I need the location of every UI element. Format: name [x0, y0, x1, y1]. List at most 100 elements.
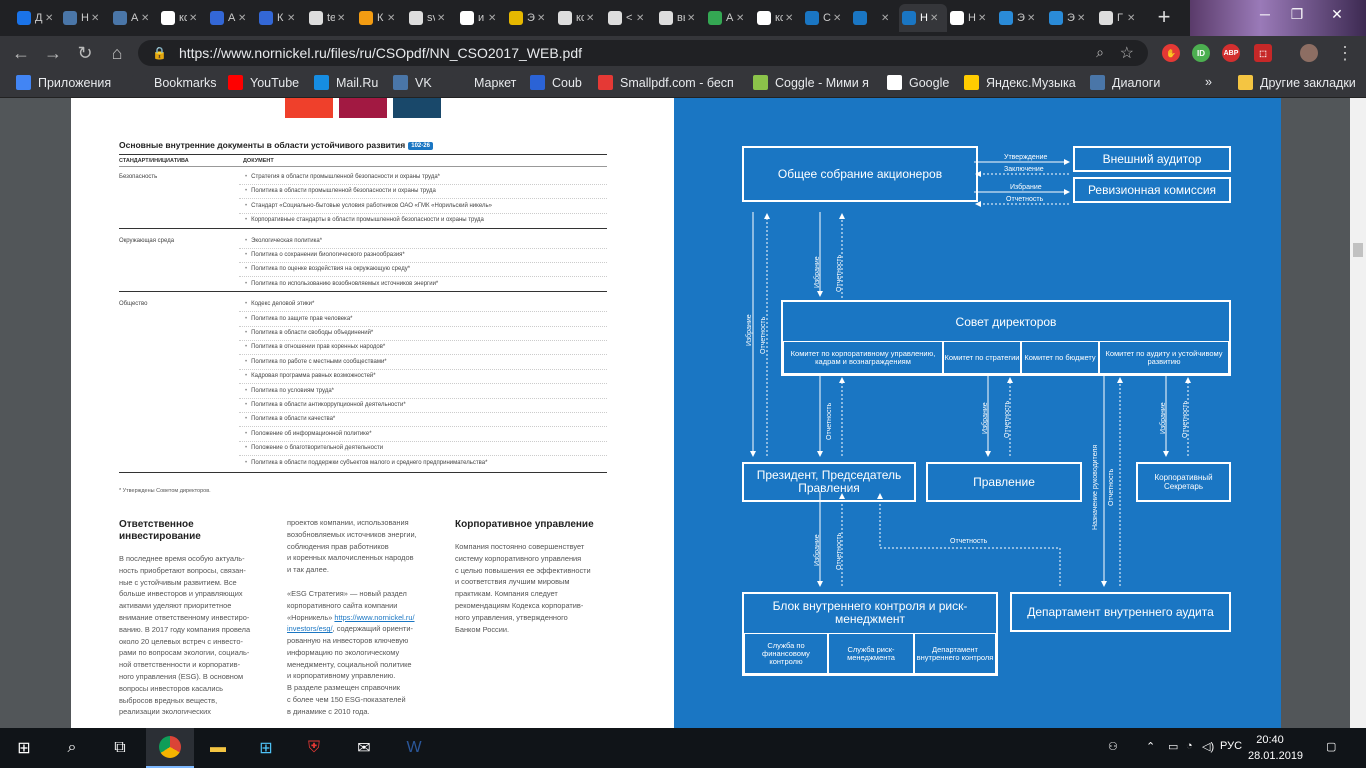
close-tab-icon[interactable]: ✕ — [387, 12, 396, 24]
vertical-scrollbar[interactable] — [1350, 98, 1366, 728]
browser-tab[interactable]: К✕ — [356, 4, 406, 32]
browser-tab[interactable]: te✕ — [306, 4, 356, 32]
browser-tab[interactable]: Э✕ — [996, 4, 1046, 32]
browser-tab[interactable]: А✕ — [207, 4, 256, 32]
close-tab-icon[interactable]: ✕ — [91, 12, 100, 24]
browser-tab[interactable]: Н✕ — [899, 4, 947, 32]
bookmark-item[interactable]: YouTube — [228, 75, 299, 90]
close-tab-icon[interactable]: ✕ — [1027, 12, 1036, 24]
browser-tab[interactable]: кс✕ — [158, 4, 207, 32]
browser-tab[interactable]: и✕ — [457, 4, 506, 32]
bookmark-item[interactable]: Smallpdf.com - бесп — [598, 75, 734, 90]
search-icon[interactable]: ⌕ — [1096, 44, 1104, 60]
other-bookmarks-folder[interactable]: Другие закладки — [1238, 75, 1356, 90]
bookmark-item[interactable]: Приложения — [16, 75, 111, 90]
extension-id-icon[interactable]: ID — [1192, 44, 1210, 62]
close-tab-icon[interactable]: ✕ — [687, 12, 696, 24]
scrollbar-thumb[interactable] — [1353, 243, 1363, 257]
battery-icon[interactable]: ▭ — [1168, 741, 1179, 753]
close-tab-icon[interactable]: ✕ — [881, 12, 890, 24]
bookmark-item[interactable]: Маркет — [452, 75, 516, 90]
menu-kebab-icon[interactable]: ⋮ — [1336, 43, 1354, 63]
browser-tab[interactable]: <✕ — [605, 4, 656, 32]
bookmark-item[interactable]: VK — [393, 75, 432, 90]
browser-tab[interactable]: кс✕ — [555, 4, 605, 32]
browser-tab[interactable]: кс✕ — [754, 4, 802, 32]
reload-button[interactable]: ↻ — [77, 43, 93, 63]
antivirus-icon[interactable]: ⛨ — [307, 739, 320, 756]
extension-security-icon[interactable]: ⬚ — [1254, 44, 1272, 62]
close-tab-icon[interactable]: ✕ — [189, 12, 198, 24]
people-icon[interactable]: ⚇ — [1108, 741, 1118, 753]
word-icon[interactable]: W — [406, 739, 422, 756]
profile-avatar[interactable] — [1300, 44, 1318, 62]
browser-tab[interactable]: С✕ — [802, 4, 850, 32]
close-tab-icon[interactable]: ✕ — [238, 12, 247, 24]
home-button[interactable]: ⌂ — [111, 43, 123, 63]
task-view-icon[interactable]: ⧉ — [114, 739, 126, 756]
bookmark-item[interactable]: Google — [887, 75, 949, 90]
input-language[interactable]: РУС — [1220, 740, 1243, 752]
network-icon[interactable]: ◔ — [1186, 740, 1193, 752]
browser-tab[interactable]: Э✕ — [506, 4, 555, 32]
extension-adblock-icon[interactable]: ✋ — [1162, 44, 1180, 62]
bookmarks-overflow-button[interactable]: » — [1205, 75, 1212, 89]
browser-tab[interactable]: Г✕ — [1096, 4, 1146, 32]
close-tab-icon[interactable]: ✕ — [1077, 12, 1086, 24]
esg-link-continued[interactable]: investors/esg/ — [287, 624, 333, 634]
bookmark-item[interactable]: Диалоги — [1090, 75, 1160, 90]
browser-tab[interactable]: Э✕ — [1046, 4, 1096, 32]
browser-tab[interactable]: вы✕ — [656, 4, 705, 32]
mail-icon[interactable]: ✉ — [357, 740, 371, 757]
pdf-viewer[interactable]: Основные внутренние документы в области … — [0, 98, 1366, 728]
close-tab-icon[interactable]: ✕ — [636, 12, 645, 24]
close-tab-icon[interactable]: ✕ — [586, 12, 595, 24]
close-tab-icon[interactable]: ✕ — [736, 12, 745, 24]
new-tab-button[interactable]: + — [1157, 4, 1171, 29]
yandex-music-icon — [964, 75, 979, 90]
file-explorer-icon[interactable]: ▬ — [210, 739, 226, 756]
chrome-taskbar-icon[interactable] — [146, 728, 194, 768]
bookmark-item[interactable]: Mail.Ru — [314, 75, 378, 90]
close-tab-icon[interactable]: ✕ — [785, 12, 794, 24]
close-tab-icon[interactable]: ✕ — [978, 12, 987, 24]
bookmark-item[interactable]: Coggle - Мими я — [753, 75, 869, 90]
close-tab-icon[interactable]: ✕ — [488, 12, 497, 24]
bookmark-item[interactable]: Яндекс.Музыка — [964, 75, 1076, 90]
bookmark-star-icon[interactable]: ☆ — [1119, 45, 1134, 62]
search-icon[interactable]: ⌕ — [67, 739, 77, 756]
notifications-icon[interactable]: ▢ — [1326, 741, 1337, 753]
minimize-button[interactable]: ─ — [1260, 6, 1270, 22]
tray-expand-icon[interactable]: ⌃ — [1146, 741, 1156, 753]
browser-tab[interactable]: Н✕ — [947, 4, 996, 32]
back-button[interactable]: ← — [12, 43, 30, 63]
browser-tab[interactable]: ✕ — [850, 4, 899, 32]
maximize-button[interactable]: ❐ — [1290, 6, 1304, 22]
start-button[interactable]: ⊞ — [17, 740, 31, 757]
close-tab-icon[interactable]: ✕ — [437, 12, 446, 24]
browser-tab[interactable]: К✕ — [256, 4, 306, 32]
esg-link[interactable]: https://www.nornickel.ru/ — [334, 612, 415, 622]
browser-tab[interactable]: А✕ — [705, 4, 754, 32]
close-tab-icon[interactable]: ✕ — [141, 12, 150, 24]
close-tab-icon[interactable]: ✕ — [287, 12, 296, 24]
bookmark-item[interactable]: Coub — [530, 75, 582, 90]
address-bar[interactable]: 🔒 https://www.nornickel.ru/files/ru/CSOp… — [138, 40, 1148, 66]
close-tab-icon[interactable]: ✕ — [337, 12, 346, 24]
browser-tab[interactable]: sv✕ — [406, 4, 457, 32]
bookmark-item[interactable]: Bookmarks — [132, 75, 217, 90]
close-tab-icon[interactable]: ✕ — [833, 12, 842, 24]
browser-tab[interactable]: А✕ — [110, 4, 158, 32]
browser-tab[interactable]: Н✕ — [60, 4, 110, 32]
close-tab-icon[interactable]: ✕ — [537, 12, 546, 24]
close-tab-icon[interactable]: ✕ — [45, 12, 54, 24]
extension-abp-icon[interactable]: АВР — [1222, 44, 1240, 62]
forward-button[interactable]: → — [44, 43, 62, 63]
browser-tab[interactable]: Д✕ — [14, 4, 60, 32]
close-window-button[interactable]: ✕ — [1331, 6, 1343, 22]
close-tab-icon[interactable]: ✕ — [1127, 12, 1136, 24]
volume-icon[interactable]: ◁) — [1202, 741, 1215, 753]
close-tab-icon[interactable]: ✕ — [930, 12, 939, 24]
store-icon[interactable]: ⊞ — [259, 740, 273, 757]
